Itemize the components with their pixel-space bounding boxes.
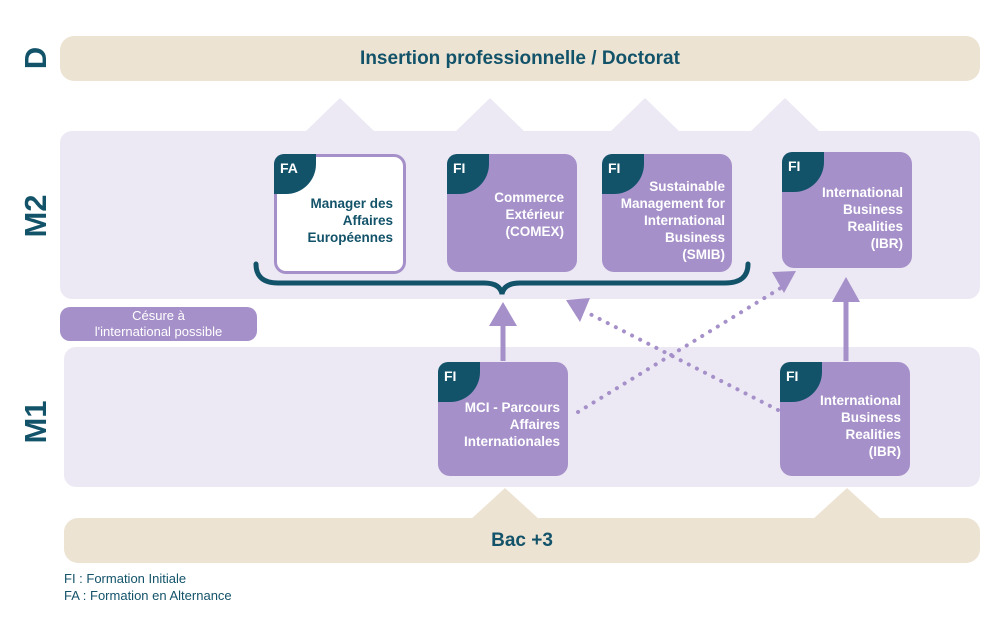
card-line: Realities <box>847 219 903 234</box>
card-line: Realities <box>845 427 901 442</box>
up-triangle-2 <box>455 98 525 132</box>
top-band: Insertion professionnelle / Doctorat <box>60 36 980 81</box>
m2-card-mae[interactable]: FA Manager des Affaires Européennes <box>274 154 406 274</box>
card-label: International Business Realities (IBR) <box>820 392 901 460</box>
card-line: MCI - Parcours <box>464 400 560 415</box>
badge-fi: FI <box>782 152 824 192</box>
bac-triangle-2 <box>812 488 882 520</box>
bottom-band-label: Bac +3 <box>491 529 553 551</box>
card-line: Business <box>664 230 725 245</box>
legend-fa: FA : Formation en Alternance <box>64 588 232 603</box>
card-line: Internationales <box>463 434 560 449</box>
legend-fi: FI : Formation Initiale <box>64 571 187 586</box>
card-line: Management for <box>620 196 725 211</box>
card-line: International <box>643 213 725 228</box>
card-line: (COMEX) <box>505 224 565 239</box>
card-line: Business <box>840 410 901 425</box>
card-line: International <box>819 393 901 408</box>
card-line: (IBR) <box>870 236 903 251</box>
card-line: Manager des <box>310 196 393 211</box>
card-line: Sustainable <box>649 179 725 194</box>
card-label: MCI - Parcours Affaires Internationales <box>464 399 560 450</box>
card-label: International Business Realities (IBR) <box>822 184 903 252</box>
card-line: Affaires <box>509 417 560 432</box>
m1-card-ibr[interactable]: FI International Business Realities (IBR… <box>780 362 910 476</box>
card-line: Commerce <box>494 190 564 205</box>
up-triangle-1 <box>305 98 375 132</box>
top-band-label: Insertion professionnelle / Doctorat <box>360 47 680 69</box>
m2-card-comex[interactable]: FI Commerce Extérieur (COMEX) <box>447 154 577 272</box>
card-line: (IBR) <box>868 444 901 459</box>
card-label: Commerce Extérieur (COMEX) <box>494 189 564 240</box>
badge-fi: FI <box>447 154 489 194</box>
cesure-line-1: Césure à <box>132 308 185 323</box>
card-line: Business <box>842 202 903 217</box>
badge-fi: FI <box>438 362 480 402</box>
m1-card-mci[interactable]: FI MCI - Parcours Affaires International… <box>438 362 568 476</box>
card-line: International <box>821 185 903 200</box>
badge-fa: FA <box>274 154 316 194</box>
up-triangle-4 <box>750 98 820 132</box>
m2-card-smib[interactable]: FI Sustainable Management for Internatio… <box>602 154 732 272</box>
badge-fi: FI <box>780 362 822 402</box>
bottom-band: Bac +3 <box>64 518 980 563</box>
m2-card-ibr[interactable]: FI International Business Realities (IBR… <box>782 152 912 268</box>
legend: FI : Formation Initiale FA : Formation e… <box>64 570 232 604</box>
card-label: Manager des Affaires Européennes <box>307 195 393 246</box>
cesure-pill: Césure à l'international possible <box>60 307 257 341</box>
card-line: Affaires <box>342 213 393 228</box>
bac-triangle-1 <box>470 488 540 520</box>
cesure-line-2: l'international possible <box>94 324 223 339</box>
up-triangle-3 <box>610 98 680 132</box>
card-label: Sustainable Management for International… <box>621 178 725 263</box>
card-line: Européennes <box>307 230 393 245</box>
card-line: Extérieur <box>505 207 564 222</box>
card-line: (SMIB) <box>682 247 725 262</box>
